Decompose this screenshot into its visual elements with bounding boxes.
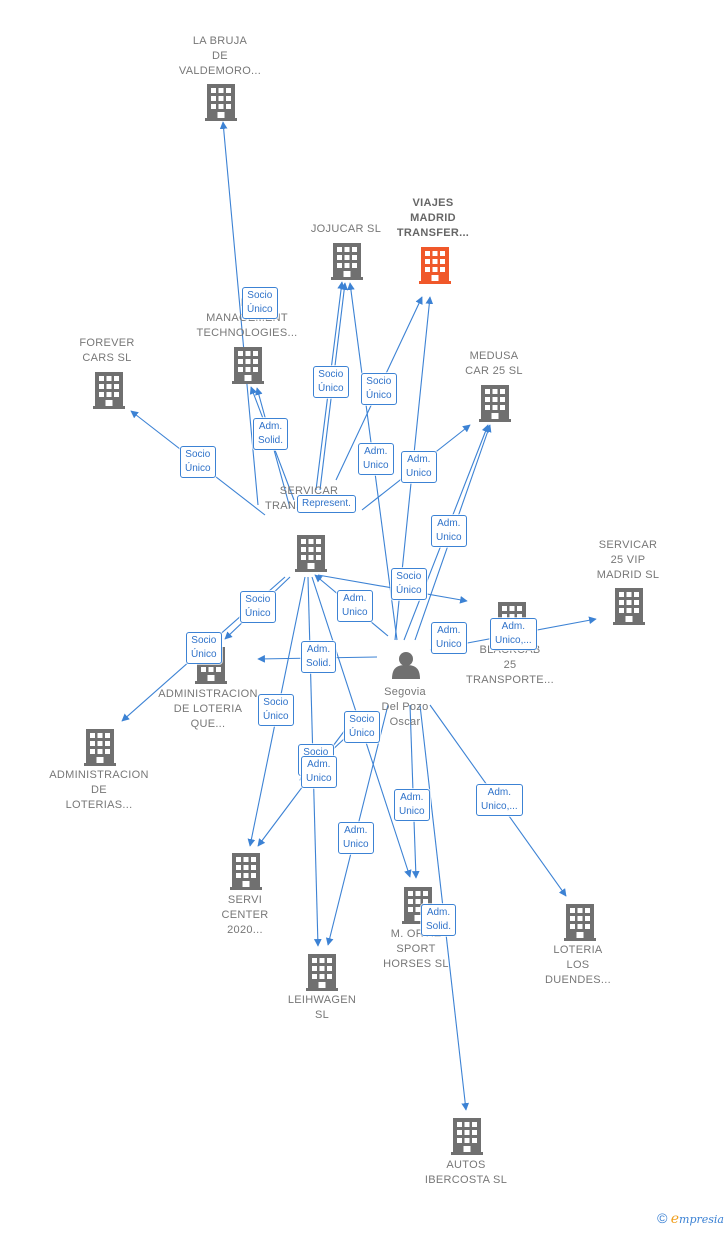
- relation-label[interactable]: Adm. Unico: [394, 789, 430, 821]
- relation-label[interactable]: Adm. Solid.: [301, 641, 337, 673]
- brand-initial: e: [670, 1211, 680, 1227]
- relation-label[interactable]: Adm. Unico: [431, 515, 467, 547]
- copyright-symbol: ©: [657, 1210, 668, 1226]
- building-icon[interactable]: [479, 385, 511, 422]
- building-icon[interactable]: [232, 347, 264, 384]
- relation-label[interactable]: Adm. Unico: [401, 451, 437, 483]
- building-icon[interactable]: [613, 588, 645, 625]
- node-label-servicar25[interactable]: SERVICAR 25 VIP MADRID SL: [596, 539, 660, 581]
- relation-label[interactable]: Socio Único: [361, 373, 397, 405]
- relation-label[interactable]: Represent.: [297, 495, 356, 513]
- node-label-medusa[interactable]: MEDUSA CAR 25 SL: [465, 350, 523, 377]
- relation-label[interactable]: Adm. Unico: [338, 822, 374, 854]
- relation-label[interactable]: Adm. Unico,...: [476, 784, 523, 816]
- relation-label[interactable]: Socio Único: [344, 711, 380, 743]
- relation-label[interactable]: Adm. Unico: [431, 622, 467, 654]
- relation-label[interactable]: Socio Único: [242, 287, 278, 319]
- node-label-viajes[interactable]: VIAJES MADRID TRANSFER...: [396, 197, 470, 239]
- building-icon[interactable]: [331, 243, 363, 280]
- relation-label[interactable]: Socio Único: [180, 446, 216, 478]
- node-label-leihwagen[interactable]: LEIHWAGEN SL: [287, 994, 357, 1021]
- relation-edge: [219, 121, 259, 506]
- node-label-bruja[interactable]: LA BRUJA DE VALDEMORO...: [178, 35, 262, 77]
- node-label-servicenter[interactable]: SERVI CENTER 2020...: [221, 894, 269, 936]
- relation-label[interactable]: Adm. Solid.: [253, 418, 289, 450]
- building-icon[interactable]: [205, 84, 237, 121]
- node-label-forever[interactable]: FOREVER CARS SL: [79, 337, 135, 364]
- brand-name: mpresia: [679, 1213, 724, 1226]
- building-icon[interactable]: [84, 729, 116, 766]
- relation-label[interactable]: Adm. Unico,...: [490, 618, 537, 650]
- relation-label[interactable]: Adm. Unico: [337, 590, 373, 622]
- node-label-admloterias[interactable]: ADMINISTRACION DE LOTERIAS...: [49, 769, 149, 811]
- building-icon[interactable]: [230, 853, 262, 890]
- relation-label[interactable]: Socio Único: [240, 591, 276, 623]
- node-label-person[interactable]: Segovia Del Pozo Oscar: [381, 686, 429, 728]
- building-icon[interactable]: [564, 904, 596, 941]
- node-label-jojucar[interactable]: JOJUCAR SL: [310, 223, 382, 235]
- node-label-admloteriaque[interactable]: ADMINISTRACION DE LOTERIA QUE...: [158, 688, 258, 730]
- relation-label[interactable]: Socio Único: [391, 568, 427, 600]
- person-icon[interactable]: [392, 652, 420, 679]
- node-label-autos[interactable]: AUTOS IBERCOSTA SL: [424, 1159, 508, 1186]
- relation-label[interactable]: Socio Único: [258, 694, 294, 726]
- relation-label[interactable]: Adm. Solid.: [421, 904, 457, 936]
- building-icon[interactable]: [306, 954, 338, 991]
- relation-label[interactable]: Adm. Unico: [358, 443, 394, 475]
- building-icon[interactable]: [419, 247, 451, 284]
- node-label-loteria[interactable]: LOTERIA LOS DUENDES...: [545, 944, 611, 986]
- building-icon[interactable]: [451, 1118, 483, 1155]
- building-icon[interactable]: [93, 372, 125, 409]
- relation-label[interactable]: Socio Único: [313, 366, 349, 398]
- empresia-logo[interactable]: © empresia: [657, 1210, 724, 1227]
- relation-label[interactable]: Adm. Unico: [301, 756, 337, 788]
- node-label-mortiz[interactable]: M. ORTIZ SPORT HORSES SL: [383, 928, 449, 970]
- building-icon[interactable]: [295, 535, 327, 572]
- relation-label[interactable]: Socio Único: [186, 632, 222, 664]
